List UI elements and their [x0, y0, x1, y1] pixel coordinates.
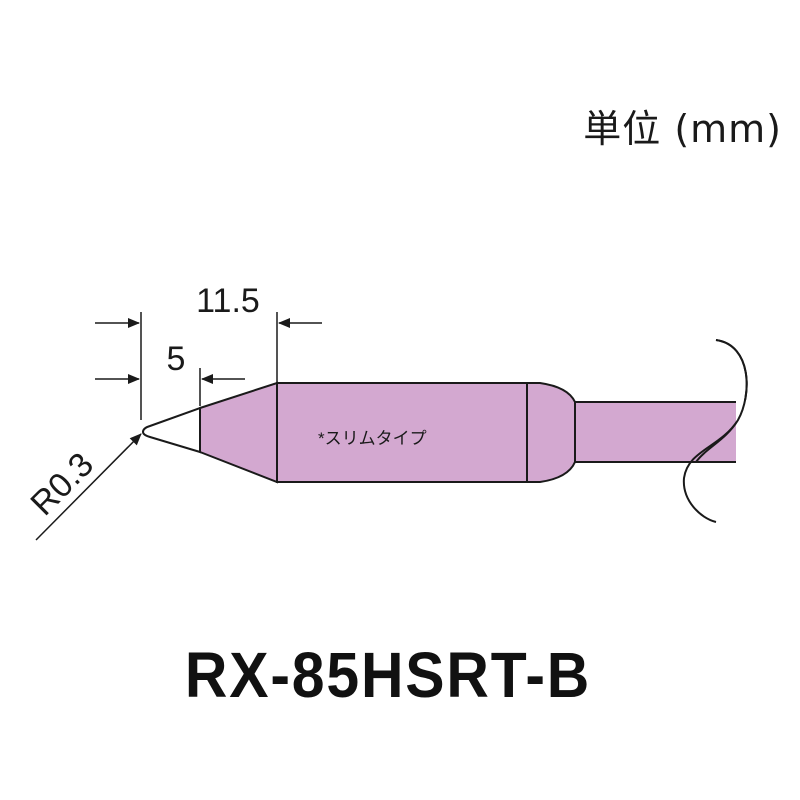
radius-leader [35, 433, 142, 541]
dimension-11-5-label: 11.5 [196, 282, 260, 320]
tip-point [141, 406, 201, 454]
tip-shaft [574, 401, 739, 463]
radius-label: R0.3 [23, 445, 101, 523]
tip-shoulder [526, 382, 576, 483]
tip-body [141, 381, 739, 484]
tip-taper [199, 381, 278, 484]
extension-lines [140, 312, 278, 420]
slim-type-note: *スリムタイプ [318, 429, 427, 448]
dimension-5-label: 5 [167, 340, 186, 378]
tip-barrel [276, 382, 528, 483]
model-name: RX-85HSRT-B [184, 639, 592, 711]
unit-label: 単位 (mm) [583, 107, 782, 151]
